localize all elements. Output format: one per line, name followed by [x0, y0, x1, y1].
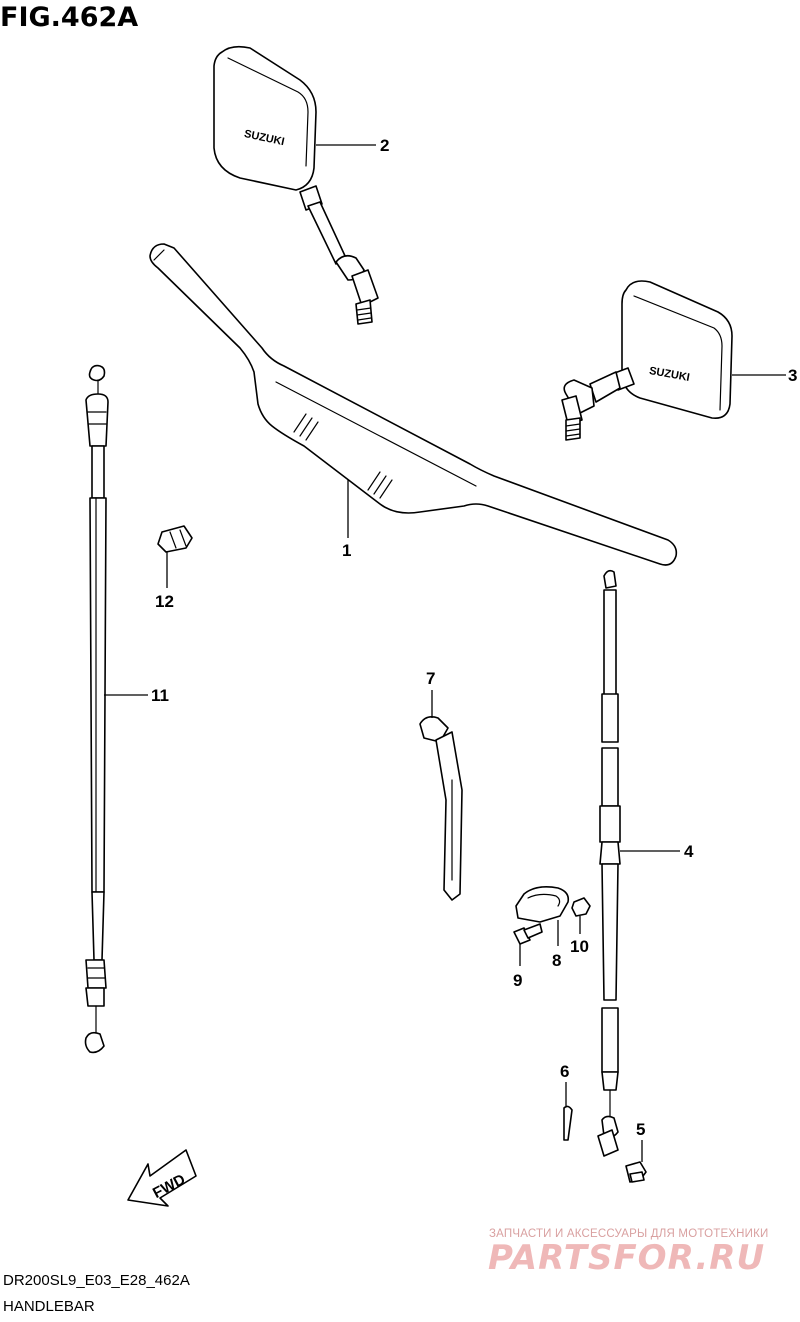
watermark-logo: PARTSFOR.RU: [488, 1238, 766, 1278]
fwd-arrow-icon: FWD: [127, 1149, 197, 1207]
callout-9: 9: [513, 971, 522, 990]
callout-3: 3: [788, 366, 797, 385]
cable-clamp[interactable]: [515, 886, 570, 923]
figure-code: DR200SL9_E03_E28_462A: [3, 1272, 190, 1289]
callout-10: 10: [570, 937, 589, 956]
leader-lines: [104, 144, 786, 1162]
figure-name: HANDLEBAR: [3, 1298, 95, 1315]
clamp-nut[interactable]: [571, 897, 591, 917]
cotter-pin[interactable]: [563, 1105, 573, 1141]
cable-tie[interactable]: [419, 716, 463, 901]
callout-5: 5: [636, 1120, 645, 1139]
callout-11: 11: [151, 686, 169, 705]
mirror-right[interactable]: SUZUKI: [561, 280, 733, 441]
callout-7: 7: [426, 669, 435, 688]
clamp-bolt[interactable]: [513, 923, 543, 945]
callout-numbers: 2 3 1 4 11 12 7 6 5 9 8 10: [151, 136, 797, 1139]
figure-title: FIG.462A: [0, 2, 139, 33]
clutch-cable[interactable]: [84, 364, 109, 1054]
callout-4: 4: [684, 842, 694, 861]
mirror-left[interactable]: SUZUKI: [213, 45, 379, 325]
throttle-cable[interactable]: [597, 569, 621, 1157]
handlebar[interactable]: [149, 243, 678, 566]
watermark-tagline: ЗАПЧАСТИ И АКСЕССУАРЫ ДЛЯ МОТОТЕХНИКИ: [489, 1228, 769, 1240]
callout-6: 6: [560, 1062, 569, 1081]
callout-2: 2: [380, 136, 389, 155]
callout-12: 12: [155, 592, 174, 611]
callout-1: 1: [342, 541, 351, 560]
cable-end-fitting[interactable]: [625, 1161, 647, 1183]
cable-clip[interactable]: [157, 525, 193, 553]
callout-8: 8: [552, 951, 561, 970]
